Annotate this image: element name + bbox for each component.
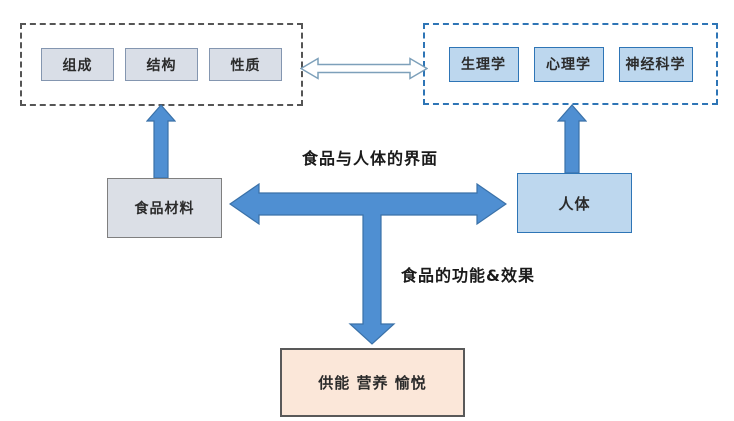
node-outcomes: 供能 营养 愉悦 <box>280 348 465 417</box>
node-composition: 组成 <box>41 48 114 81</box>
functions-label: 食品的功能&效果 <box>401 266 535 285</box>
three-way-arrow-icon <box>229 183 507 345</box>
node-properties-label: 性质 <box>230 57 261 74</box>
double-headed-arrow-icon <box>300 57 428 80</box>
food-properties-group: 组成 结构 性质 <box>20 23 303 106</box>
up-arrow-human-to-sciences-icon <box>557 104 587 174</box>
node-human-body-label: 人体 <box>558 194 591 213</box>
node-properties: 性质 <box>209 48 282 81</box>
interface-label: 食品与人体的界面 <box>302 149 439 168</box>
node-physiology: 生理学 <box>448 46 519 82</box>
node-structure: 结构 <box>125 48 198 81</box>
up-arrow-food-to-properties-icon <box>146 104 176 179</box>
node-neuroscience-label: 神经科学 <box>625 57 686 73</box>
node-psychology: 心理学 <box>533 46 604 82</box>
node-structure-label: 结构 <box>146 57 177 74</box>
node-neuroscience: 神经科学 <box>618 46 693 82</box>
node-food-material-label: 食品材料 <box>134 201 195 217</box>
node-outcomes-label: 供能 营养 愉悦 <box>318 374 427 392</box>
node-composition-label: 组成 <box>62 57 93 74</box>
node-physiology-label: 生理学 <box>461 57 506 73</box>
human-sciences-group: 生理学 心理学 神经科学 <box>423 23 718 105</box>
node-human-body: 人体 <box>517 173 632 233</box>
node-psychology-label: 心理学 <box>546 57 591 73</box>
node-food-material: 食品材料 <box>107 178 222 238</box>
